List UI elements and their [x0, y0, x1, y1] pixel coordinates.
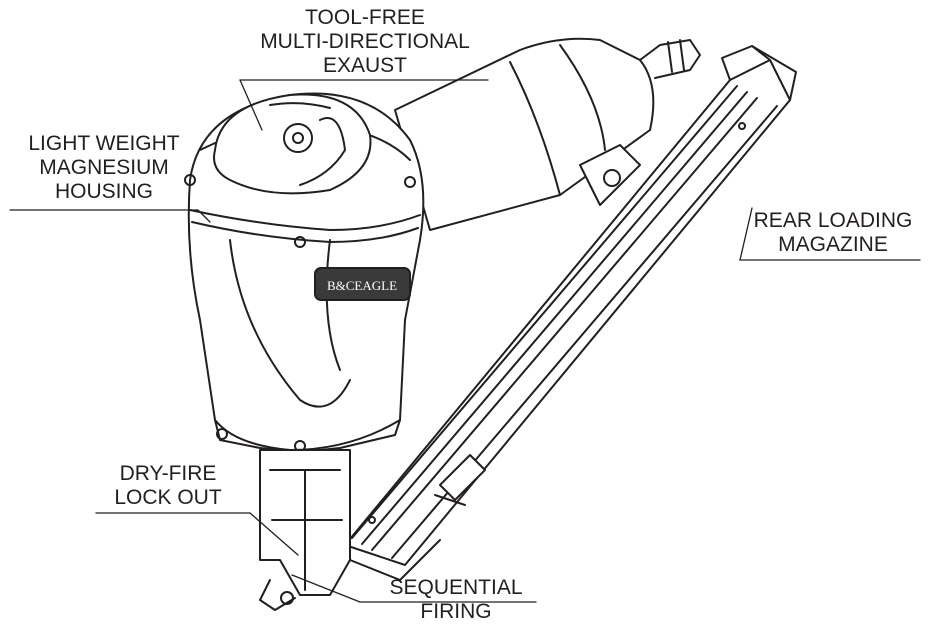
callout-magazine-line1: REAR LOADING: [753, 209, 913, 232]
brand-badge-text: B&CEAGLE: [327, 278, 397, 293]
callout-sequential-line1: SEQUENTIAL: [389, 576, 523, 599]
callout-dryfire-line1: DRY-FIRE: [119, 462, 217, 485]
magazine-rail: [344, 45, 797, 566]
callout-magazine: REAR LOADING MAGAZINE: [742, 209, 924, 257]
callout-housing-line1: LIGHT WEIGHT: [28, 132, 180, 155]
exhaust-cap: [213, 93, 372, 195]
handle-body: [394, 37, 701, 231]
callout-dryfire-line2: LOCK OUT: [114, 486, 222, 509]
callout-housing-line3: HOUSING: [54, 180, 153, 203]
callout-exhaust-line3: EXAUST: [322, 54, 408, 77]
callout-exhaust-line1: TOOL-FREE: [305, 6, 425, 29]
brand-badge: B&CEAGLE: [314, 267, 411, 301]
callout-sequential-line2: FIRING: [420, 600, 492, 623]
callout-exhaust: TOOL-FREE MULTI-DIRECTIONAL EXAUST: [240, 6, 490, 78]
nose-assembly: [259, 449, 441, 611]
callout-sequential: SEQUENTIAL FIRING: [380, 576, 532, 624]
callout-magazine-line2: MAGAZINE: [778, 233, 888, 256]
callout-housing: LIGHT WEIGHT MAGNESIUM HOUSING: [4, 132, 204, 204]
callout-dryfire: DRY-FIRE LOCK OUT: [94, 462, 242, 510]
callout-exhaust-line2: MULTI-DIRECTIONAL: [260, 30, 470, 53]
callout-leaders: [9, 79, 921, 603]
callout-housing-line2: MAGNESIUM: [39, 156, 169, 179]
